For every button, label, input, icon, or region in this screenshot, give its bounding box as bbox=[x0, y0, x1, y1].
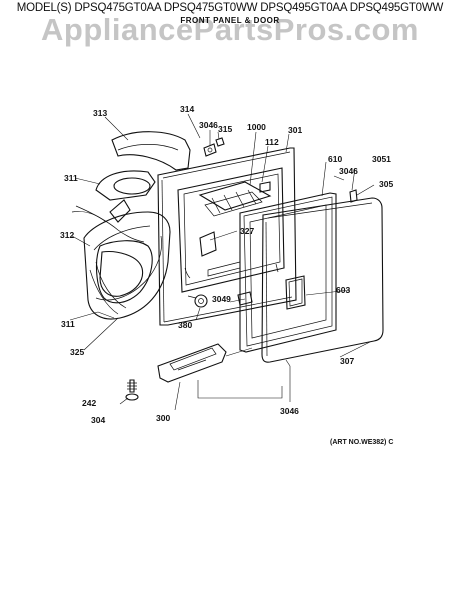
part-label-3049: 3049 bbox=[212, 294, 231, 304]
bulkhead-assembly bbox=[71, 131, 191, 320]
part-label-112: 112 bbox=[265, 137, 279, 147]
front-panel bbox=[157, 147, 297, 326]
part-label-1000: 1000 bbox=[247, 122, 266, 132]
door-inner-frame bbox=[239, 192, 337, 353]
part-label-3046-bottom: 3046 bbox=[280, 406, 299, 416]
part-label-3046: 3046 bbox=[199, 120, 218, 130]
part-label-3051: 3051 bbox=[372, 154, 391, 164]
part-label-304: 304 bbox=[91, 415, 105, 425]
knob bbox=[187, 294, 208, 308]
part-label-300: 300 bbox=[156, 413, 170, 423]
part-label-610: 610 bbox=[328, 154, 342, 164]
section-title: FRONT PANEL & DOOR bbox=[180, 16, 280, 25]
clip-parts bbox=[203, 137, 225, 157]
part-label-603: 603 bbox=[336, 285, 350, 295]
part-label-3046-door: 3046 bbox=[339, 166, 358, 176]
leveling-leg bbox=[125, 379, 139, 401]
watermark: AppliancePartsPros.com bbox=[41, 12, 419, 47]
part-label-242: 242 bbox=[82, 398, 96, 408]
part-label-315: 315 bbox=[218, 124, 232, 134]
part-label-307: 307 bbox=[340, 356, 354, 366]
part-label-380: 380 bbox=[178, 320, 192, 330]
part-labels: 313 314 3046 315 1000 301 112 610 3051 3… bbox=[60, 104, 393, 425]
part-label-327: 327 bbox=[240, 226, 254, 236]
part-label-313: 313 bbox=[93, 108, 107, 118]
part-label-301: 301 bbox=[288, 125, 302, 135]
outer-door bbox=[261, 189, 384, 363]
part-label-311-top: 311 bbox=[64, 173, 78, 183]
toe-panel bbox=[157, 343, 283, 399]
model-header: MODEL(S) DPSQ475GT0AA DPSQ475GT0WW DPSQ4… bbox=[16, 2, 444, 14]
art-number: (ART NO.WE382) C bbox=[330, 439, 393, 446]
leader-lines bbox=[69, 113, 375, 411]
part-label-312: 312 bbox=[60, 230, 74, 240]
part-label-311-bottom: 311 bbox=[61, 319, 75, 329]
part-label-314: 314 bbox=[180, 104, 194, 114]
part-label-325: 325 bbox=[70, 347, 84, 357]
part-label-305: 305 bbox=[379, 179, 393, 189]
